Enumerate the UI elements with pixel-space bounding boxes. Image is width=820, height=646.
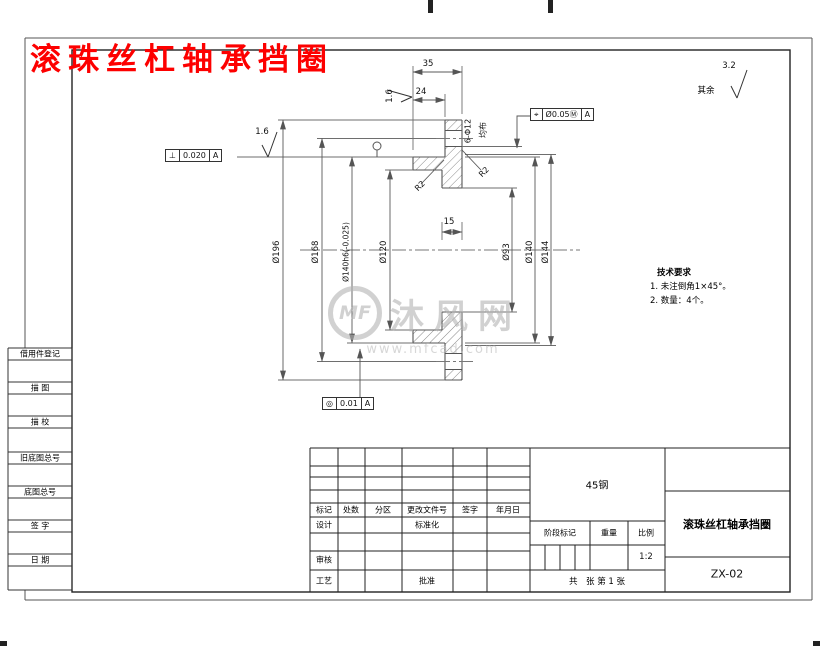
scale-label: 比例 — [638, 528, 654, 538]
concentricity-datum: A — [364, 399, 371, 408]
inner-frame — [71, 49, 791, 593]
dim-recess-140: Ø140 — [525, 240, 535, 264]
roughness-hub-face-icon — [386, 89, 413, 103]
perpendicularity-icon: ⊥ — [166, 150, 180, 161]
margin-column-grid — [7, 347, 73, 591]
part-name: 滚珠丝杠轴承挡圈 — [683, 518, 771, 531]
rev-col-mark: 标记 — [316, 505, 332, 515]
tech-req-line1: 1. 未注倒角1×45°。 — [650, 282, 731, 292]
role-approve: 批准 — [419, 576, 435, 586]
position-datum: A — [584, 110, 591, 119]
page-title: 滚珠丝杠轴承挡圈 — [30, 42, 334, 78]
drawing-number: ZX-02 — [710, 567, 744, 581]
mfcad-logo-icon: MF — [328, 286, 382, 340]
stage-label: 阶段标记 — [544, 528, 576, 538]
sheet-borders — [24, 37, 813, 601]
dim-holes: 6-Φ12 — [463, 118, 473, 144]
rev-col-count: 处数 — [343, 505, 359, 515]
watermark-site-name: 沐风网 — [390, 296, 522, 337]
dim-holes-note: 均布 — [478, 122, 488, 138]
dim-bore-93: Ø93 — [502, 243, 512, 261]
margin-old-base-no: 旧底图总号 — [20, 453, 60, 463]
roughness-hub-od-icon — [261, 131, 278, 158]
dim-recess-144: Ø144 — [541, 240, 551, 264]
role-process: 工艺 — [316, 576, 332, 586]
position-icon: ⌖ — [531, 109, 543, 120]
rev-col-zone: 分区 — [375, 505, 391, 515]
margin-signature: 签 字 — [30, 521, 50, 531]
dim-bore-120: Ø120 — [379, 240, 389, 264]
role-audit: 审核 — [316, 555, 332, 565]
roughness-hub-od-value: 1.6 — [255, 127, 269, 137]
margin-base-no: 底图总号 — [24, 487, 56, 497]
dim-width-hub: 24 — [415, 87, 427, 97]
watermark-url: www.mfcad.com — [366, 342, 500, 357]
margin-trace-drawing: 描 图 — [30, 383, 50, 393]
title-block-grid — [309, 447, 790, 592]
rev-col-date: 年月日 — [496, 505, 520, 515]
material-value: 45钢 — [585, 480, 609, 492]
role-design: 设计 — [316, 520, 332, 530]
roughness-general-icon — [730, 69, 748, 99]
margin-trace-check: 描 校 — [30, 417, 50, 427]
position-frame: ⌖ Ø0.05Ⓜ A — [530, 108, 595, 121]
watermark: MF 沐风网 www.mfcad.com — [328, 286, 538, 357]
perpendicularity-frame: ⊥ 0.020 A — [165, 149, 223, 162]
roughness-hub-face-value: 1.6 — [385, 89, 395, 103]
perpendicularity-value: 0.020 — [180, 150, 210, 161]
role-standardization: 标准化 — [415, 520, 439, 530]
leader-lines — [357, 115, 531, 397]
section-hatching — [413, 120, 462, 380]
scale-value: 1:2 — [639, 552, 653, 562]
roughness-symbols — [261, 69, 748, 158]
concentricity-frame: ◎ 0.01 A — [322, 397, 375, 410]
roughness-general-label: 其余 — [697, 86, 715, 96]
position-value: Ø0.05Ⓜ — [543, 109, 582, 120]
rev-col-sign: 签字 — [462, 505, 478, 515]
concentricity-value: 0.01 — [337, 398, 362, 409]
roughness-general-value: 3.2 — [722, 61, 736, 71]
perpendicularity-datum: A — [212, 151, 219, 160]
tech-req-line2: 2. 数量：4个。 — [650, 296, 709, 306]
datum-a-symbol — [372, 141, 382, 157]
rev-col-docno: 更改文件号 — [407, 505, 447, 515]
dim-od-196: Ø196 — [272, 240, 282, 264]
margin-date: 日 期 — [30, 555, 50, 565]
dim-depth-recess: 15 — [443, 217, 455, 227]
dim-hub-140h6: Ø140h6(-0.025) — [341, 222, 351, 282]
weight-label: 重量 — [601, 528, 617, 538]
margin-borrow-record: 借用件登记 — [20, 349, 60, 359]
concentricity-icon: ◎ — [323, 398, 337, 409]
dim-width-total: 35 — [422, 59, 434, 69]
dim-bcd-168: Ø168 — [311, 240, 321, 264]
tech-req-heading: 技术要求 — [657, 268, 692, 278]
sheet-info: 共 张 第 1 张 — [568, 577, 626, 587]
